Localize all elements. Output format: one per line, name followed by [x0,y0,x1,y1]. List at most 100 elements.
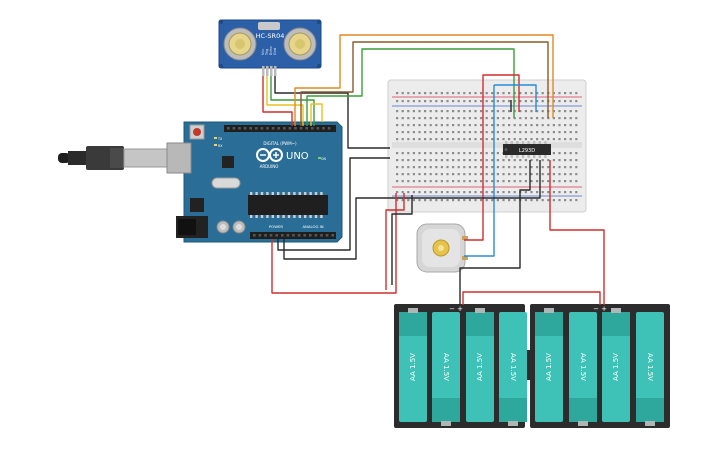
breadboard-hole [552,92,555,95]
motor-driver-chip: L293D [503,141,551,158]
chip-pin [538,141,541,144]
battery-cell-label: AA 1.5V [509,353,517,381]
breadboard-hole [452,131,455,134]
header-hole [238,127,241,130]
breadboard-hole [508,100,511,103]
breadboard-hole [412,191,415,194]
breadboard-hole [508,191,511,194]
crystal-oscillator [258,22,280,30]
breadboard-hole [485,191,488,194]
breadboard-hole [496,92,499,95]
breadboard-hole [558,100,561,103]
breadboard-hole [575,152,578,155]
breadboard-hole [536,173,539,176]
breadboard-hole [435,124,438,127]
breadboard-hole [401,166,404,169]
breadboard-hole [491,191,494,194]
breadboard-hole [491,110,494,113]
chip-pin [320,215,323,218]
wire [294,34,554,126]
breadboard-hole [524,191,527,194]
wire [270,76,315,126]
chip-pin [544,155,547,158]
breadboard-hole [435,100,438,103]
breadboard-hole [536,138,539,141]
breadboard-hole [485,110,488,113]
breadboard-hole [429,138,432,141]
header-hole [305,127,308,130]
breadboard-hole [530,131,533,134]
battery-cell: AA 1.5V [636,312,664,426]
breadboard-hole [513,199,516,202]
breadboard-hole [440,110,443,113]
breadboard-hole [536,131,539,134]
breadboard-hole [502,173,505,176]
breadboard-hole [541,124,544,127]
breadboard-hole [491,100,494,103]
breadboard-hole [480,180,483,183]
breadboard-hole [424,166,427,169]
breadboard-hole [524,199,527,202]
breadboard-hole [457,110,460,113]
breadboard-hole [396,110,399,113]
breadboard-hole [457,199,460,202]
sensor-pin-label: Trig [265,49,269,56]
breadboard-hole [457,173,460,176]
breadboard-hole [564,131,567,134]
breadboard-hole [519,92,522,95]
breadboard-hole [508,131,511,134]
breadboard-hole [564,152,567,155]
breadboard-hole [496,138,499,141]
breadboard-hole [558,159,561,162]
breadboard-hole [508,199,511,202]
breadboard-hole [530,180,533,183]
breadboard-hole [536,166,539,169]
breadboard-hole [407,180,410,183]
chip-pin [314,192,318,195]
breadboard-hole [446,124,449,127]
breadboard-hole [480,173,483,176]
breadboard-hole [513,131,516,134]
breadboard-hole [508,117,511,120]
breadboard-hole [485,92,488,95]
breadboard-hole [440,138,443,141]
battery-cell-label: AA 1.5V [442,353,450,381]
breadboard-hole [480,199,483,202]
breadboard-hole [468,166,471,169]
chip-pin [277,192,280,195]
breadboard-hole [474,166,477,169]
breadboard-hole [418,191,421,194]
reset-button [193,128,201,136]
breadboard-hole [418,173,421,176]
breadboard-hole [474,191,477,194]
chip-pin [505,141,508,144]
chip-pin [293,215,296,218]
breadboard-hole [480,159,483,162]
crystal [211,177,241,189]
breadboard-hole [424,152,427,155]
header-hole [286,234,290,237]
wires [262,34,605,305]
breadboard-hole [547,124,550,127]
breadboard-hole [429,117,432,120]
chip-pin [521,141,525,144]
battery-cell-label: AA 1.5V [612,353,620,381]
breadboard-hole [541,166,544,169]
header-hole [299,127,303,130]
breadboard-hole [440,191,443,194]
breadboard-hole [524,138,527,141]
sensor-pin-label: Gnd [273,48,277,55]
breadboard-hole [463,92,466,95]
wire [459,160,531,305]
breadboard-hole [429,92,432,95]
breadboard-hole [524,173,527,176]
breadboard-hole [519,138,522,141]
breadboard-hole [424,180,427,183]
breadboard-hole [558,191,561,194]
breadboard-hole [569,110,572,113]
breadboard-hole [396,131,399,134]
breadboard-hole [530,166,533,169]
breadboard-hole [513,138,516,141]
